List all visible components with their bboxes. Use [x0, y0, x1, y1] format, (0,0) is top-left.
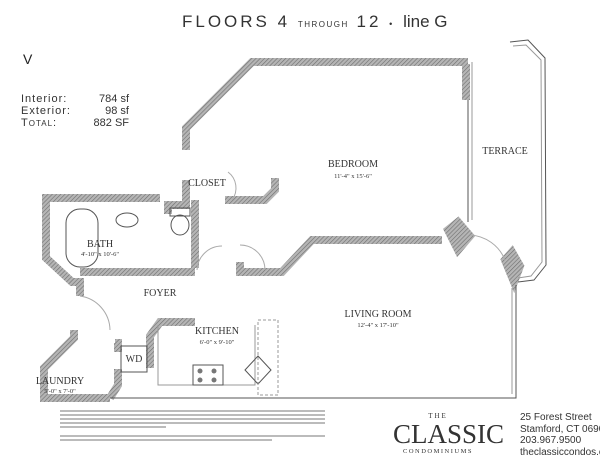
room-bedroom-dims: 11'-4" x 15'-6"	[334, 173, 372, 180]
living-window	[110, 285, 517, 399]
address-website[interactable]: theclassiccondos.com	[520, 446, 600, 458]
wall-wd-bottom	[106, 369, 122, 401]
wall-divider	[262, 236, 442, 276]
disclaimer-text	[60, 410, 325, 443]
column	[442, 216, 476, 258]
address-phone: 203.967.9500	[520, 435, 582, 446]
wall-closet	[164, 180, 190, 214]
title-through: THROUGH	[297, 20, 349, 29]
wall-bath-outer	[42, 194, 160, 296]
area-label: Exterior:	[21, 105, 71, 117]
bathtub	[65, 208, 99, 268]
wall-wd	[114, 339, 122, 352]
address-street: 25 Forest Street	[520, 412, 592, 423]
thin-lines	[65, 39, 547, 399]
logo-name: CLASSIC	[393, 419, 505, 449]
door-laundry	[79, 295, 111, 331]
logo-the: THE	[428, 412, 448, 420]
room-foyer-name: FOYER	[144, 288, 177, 299]
sink-bath	[115, 212, 139, 228]
logo-sub: CONDOMINIUMS	[402, 448, 473, 455]
washer-dryer	[120, 345, 148, 373]
room-laundry-name: LAUNDRY	[36, 376, 84, 387]
area-value: 882 SF	[93, 117, 129, 129]
walls	[40, 58, 525, 402]
door-terrace	[469, 234, 506, 261]
door-closet	[227, 171, 237, 201]
wall-laundry	[40, 330, 110, 402]
area-label: Interior:	[21, 93, 68, 105]
address-city: Stamford, CT 06901	[520, 423, 600, 435]
title-bullet: •	[389, 19, 396, 29]
room-closet-name: CLOSET	[188, 178, 226, 189]
room-bedroom-name: BEDROOM	[328, 159, 378, 170]
area-row-total: Total: 882 SF	[21, 117, 129, 129]
title-floors: FLOORS 4	[182, 12, 291, 31]
room-kitchen-name: KITCHEN	[195, 326, 239, 337]
kitchen-island	[257, 319, 279, 396]
column-terrace	[500, 245, 525, 293]
wall-kitchen	[146, 318, 195, 368]
room-laundry-dims: 5'-0" x 7'-0"	[44, 388, 76, 395]
address-block: 25 Forest Street Stamford, CT 06901 203.…	[520, 412, 600, 458]
title-line: line G	[403, 12, 448, 31]
room-living-name: LIVING ROOM	[345, 309, 412, 320]
terrace-rail	[512, 44, 543, 279]
room-living-dims: 12'-4" x 17'-10"	[357, 322, 399, 329]
wall-bedroom-top	[182, 58, 468, 150]
unit-label: V	[23, 51, 33, 67]
page-title: FLOORS 4 THROUGH 12 • line G	[182, 12, 447, 32]
toilet-bowl	[170, 214, 190, 236]
kitchen-sink	[244, 355, 272, 385]
room-terrace-name: TERRACE	[482, 146, 528, 157]
area-value: 784 sf	[99, 93, 129, 105]
area-value: 98 sf	[105, 105, 129, 117]
burners	[197, 368, 217, 383]
stove	[192, 364, 224, 386]
door-bedroom	[239, 244, 266, 271]
room-bath-name: BATH	[87, 239, 113, 250]
area-label: Total:	[21, 117, 58, 129]
title-floors-end: 12	[356, 12, 382, 31]
wall-closet-bottom	[225, 178, 279, 204]
door-bath	[196, 245, 223, 271]
room-wd-name: WD	[126, 354, 143, 365]
toilet-tank	[169, 207, 191, 217]
wall-hall	[236, 262, 262, 276]
area-row-exterior: Exterior: 98 sf	[21, 105, 129, 117]
room-bath-dims: 4'-10" x 10'-6"	[81, 251, 119, 258]
brand-logo: THE CLASSIC CONDOMINIUMS	[393, 412, 505, 455]
area-row-interior: Interior: 784 sf	[21, 93, 129, 105]
terrace-outline	[509, 39, 547, 283]
room-kitchen-dims: 6'-0" x 9'-10"	[200, 339, 235, 346]
